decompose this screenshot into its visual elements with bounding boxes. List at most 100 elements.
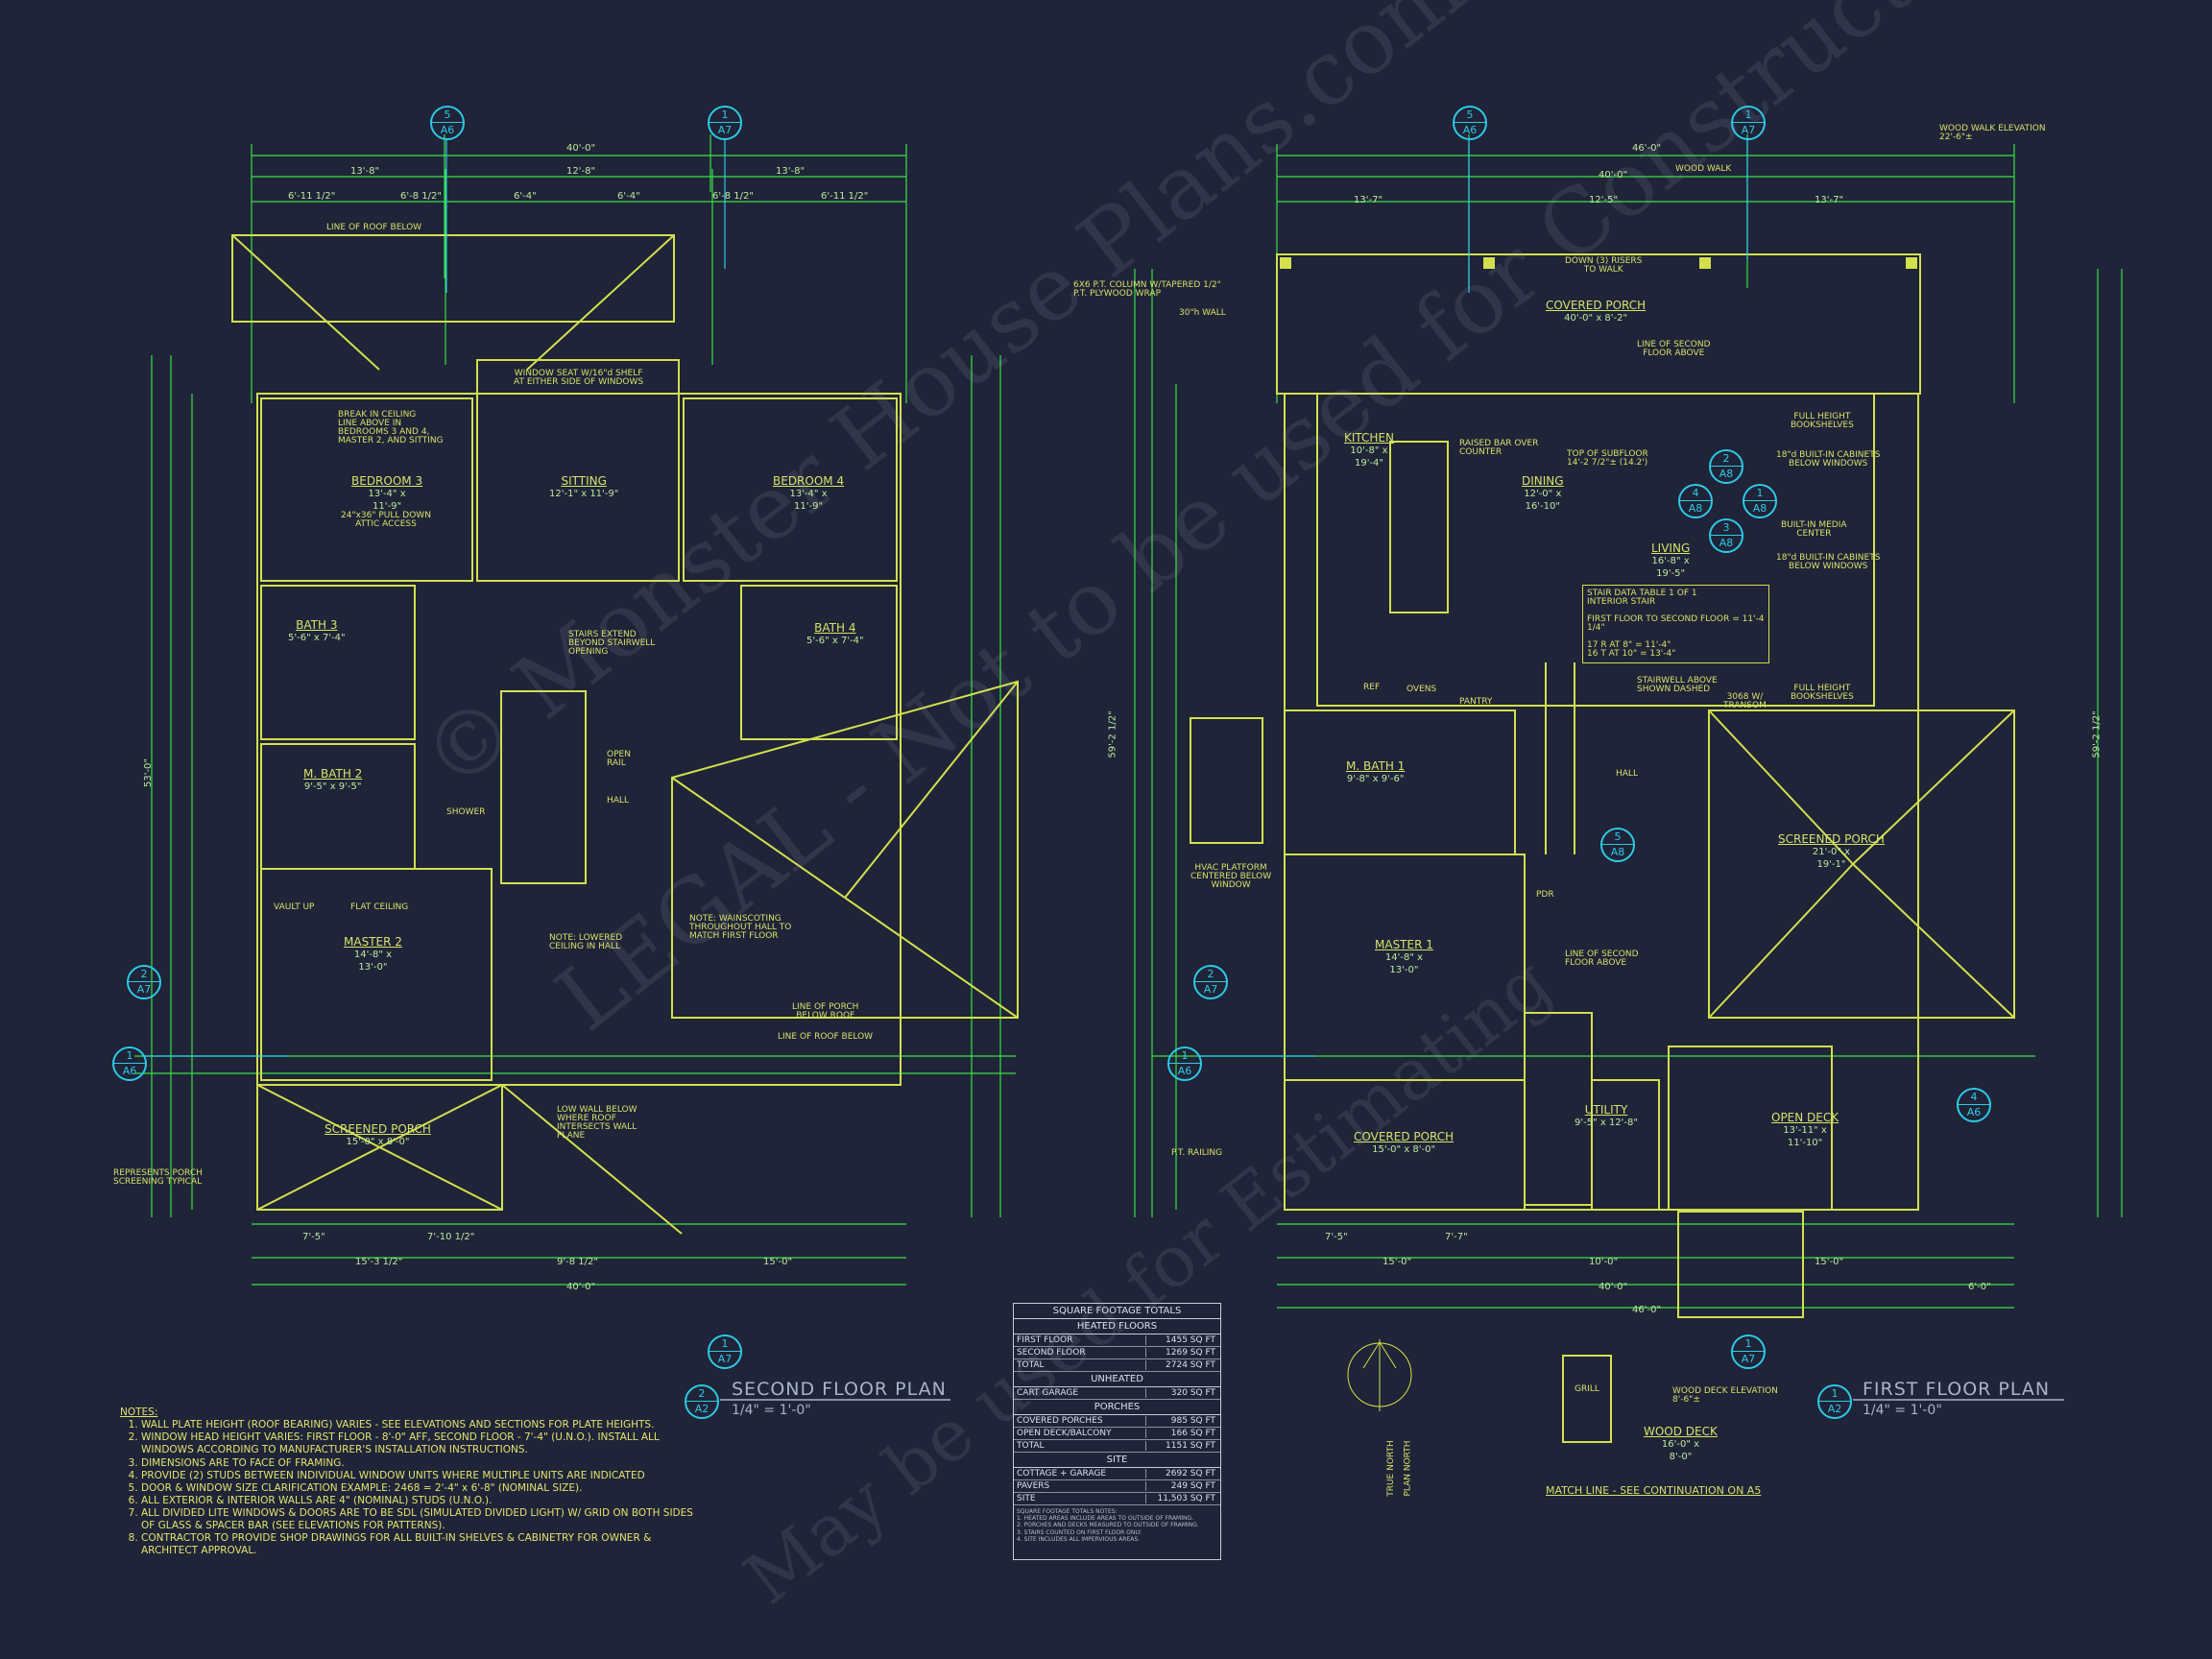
ff-plan-scale: 1/4" = 1'-0" bbox=[1863, 1403, 1942, 1418]
ff-true-north: TRUE NORTH bbox=[1385, 1440, 1396, 1497]
sf-plan-title: SECOND FLOOR PLAN bbox=[732, 1379, 947, 1400]
square-footage-table: SQUARE FOOTAGE TOTALS HEATED FLOORS FIRS… bbox=[1013, 1303, 1221, 1560]
ff-bookshelves-2: FULL HEIGHT BOOKSHELVES bbox=[1791, 684, 1854, 702]
general-notes: NOTES: WALL PLATE HEIGHT (ROOF BEARING) … bbox=[120, 1407, 706, 1558]
sf-plan-scale: 1/4" = 1'-0" bbox=[732, 1403, 811, 1418]
porch-columns bbox=[1280, 257, 1917, 269]
ff-pt-railing: P.T. RAILING bbox=[1171, 1148, 1223, 1158]
ff-stair-table: STAIR DATA TABLE 1 OF 1 INTERIOR STAIR F… bbox=[1582, 585, 1769, 663]
ff-subfloor: TOP OF SUBFLOOR 14'-2 7/2"± (14.2') bbox=[1567, 449, 1648, 468]
ff-dim-bot-5: 15'-0" bbox=[1815, 1257, 1844, 1267]
sf-dim-top-1: 13'-8" bbox=[350, 166, 380, 177]
ff-dim-bot-6: 6'-0" bbox=[1968, 1282, 1991, 1292]
ff-bar-counter: RAISED BAR OVER COUNTER bbox=[1459, 439, 1539, 457]
ff-powder: PDR bbox=[1536, 890, 1554, 900]
ff-column-note: 6X6 P.T. COLUMN W/TAPERED 1/2" P.T. PLYW… bbox=[1073, 280, 1221, 299]
ff-wood-walk: WOOD WALK bbox=[1675, 164, 1732, 174]
sqft-section-heated: HEATED FLOORS bbox=[1014, 1319, 1220, 1334]
ff-ovens: OVENS bbox=[1407, 685, 1437, 694]
sf-dim-top2-5: 6'-8 1/2" bbox=[712, 191, 754, 202]
sf-dim-top2-2: 6'-8 1/2" bbox=[400, 191, 442, 202]
sf-stairs-note: STAIRS EXTEND BEYOND STAIRWELL OPENING bbox=[568, 630, 656, 657]
sf-flat-ceiling: FLAT CEILING bbox=[350, 902, 409, 912]
note-item: PROVIDE (2) STUDS BETWEEN INDIVIDUAL WIN… bbox=[141, 1470, 706, 1482]
sqft-title: SQUARE FOOTAGE TOTALS bbox=[1014, 1304, 1220, 1319]
ff-bookshelves: FULL HEIGHT BOOKSHELVES bbox=[1791, 412, 1854, 430]
second-floor-dimension-lines bbox=[134, 134, 1016, 1286]
ff-hvac: HVAC PLATFORM CENTERED BELOW WINDOW bbox=[1190, 863, 1272, 890]
sf-dim-bot-2: 7'-10 1/2" bbox=[427, 1232, 475, 1242]
sqft-section-unheated: UNHEATED bbox=[1014, 1372, 1220, 1387]
sf-lowered-note: NOTE: LOWERED CEILING IN HALL bbox=[549, 933, 623, 951]
sf-window-seat: WINDOW SEAT W/16"d SHELF AT EITHER SIDE … bbox=[514, 369, 644, 387]
ff-overall-width: 40'-0" bbox=[1599, 170, 1628, 180]
ff-dim-top-1: 13'-7" bbox=[1354, 195, 1383, 205]
sf-overall-width: 40'-0" bbox=[566, 143, 596, 154]
sf-overall-depth: 53'-0" bbox=[143, 757, 155, 788]
sf-low-wall: LOW WALL BELOW WHERE ROOF INTERSECTS WAL… bbox=[557, 1105, 637, 1141]
notes-heading: NOTES: bbox=[120, 1407, 158, 1418]
ff-dim-top-2: 12'-5" bbox=[1589, 195, 1619, 205]
sqft-section-porches: PORCHES bbox=[1014, 1400, 1220, 1415]
sf-screening: REPRESENTS PORCH SCREENING TYPICAL bbox=[113, 1168, 203, 1187]
ff-second-floor-above: LINE OF SECOND FLOOR ABOVE bbox=[1565, 950, 1639, 968]
ff-dim-bot-total2: 46'-0" bbox=[1632, 1305, 1662, 1315]
ff-dim-top-3: 13'-7" bbox=[1815, 195, 1844, 205]
note-item: WINDOW HEAD HEIGHT VARIES: FIRST FLOOR -… bbox=[141, 1431, 706, 1456]
ff-dim-bot-4: 10'-0" bbox=[1589, 1257, 1619, 1267]
second-floor-walls bbox=[231, 234, 1019, 1235]
ff-hall: HALL bbox=[1616, 769, 1638, 779]
ff-deck-elev: WOOD DECK ELEVATION 8'-6"± bbox=[1672, 1386, 1778, 1405]
ff-match-line: MATCH LINE - SEE CONTINUATION ON A5 bbox=[1546, 1484, 1762, 1497]
ff-plan-title: FIRST FLOOR PLAN bbox=[1863, 1379, 2051, 1400]
sf-dim-bot-3: 15'-3 1/2" bbox=[355, 1257, 403, 1267]
note-item: CONTRACTOR TO PROVIDE SHOP DRAWINGS FOR … bbox=[141, 1532, 706, 1557]
ff-dim-bot-total: 40'-0" bbox=[1599, 1282, 1628, 1292]
ff-grill: GRILL bbox=[1575, 1384, 1599, 1394]
sf-wainscot-note: NOTE: WAINSCOTING THROUGHOUT HALL TO MAT… bbox=[689, 914, 792, 941]
ff-dim-bot-2: 7'-7" bbox=[1445, 1232, 1468, 1242]
first-floor-walls bbox=[1190, 253, 2015, 1443]
ff-wall30: 30"h WALL bbox=[1179, 308, 1226, 318]
north-arrow bbox=[1347, 1339, 1412, 1411]
ff-second-above: LINE OF SECOND FLOOR ABOVE bbox=[1637, 340, 1711, 358]
ff-plan-north: PLAN NORTH bbox=[1403, 1440, 1413, 1497]
sf-roof-below-2: LINE OF ROOF BELOW bbox=[778, 1032, 874, 1042]
ff-risers: DOWN (3) RISERS TO WALK bbox=[1565, 256, 1643, 275]
sf-dim-bot-total: 40'-0" bbox=[566, 1282, 596, 1292]
sqft-footnote: SQUARE FOOTAGE TOTALS NOTES: 1. HEATED A… bbox=[1017, 1508, 1199, 1543]
sf-dim-bot-5: 15'-0" bbox=[763, 1257, 793, 1267]
